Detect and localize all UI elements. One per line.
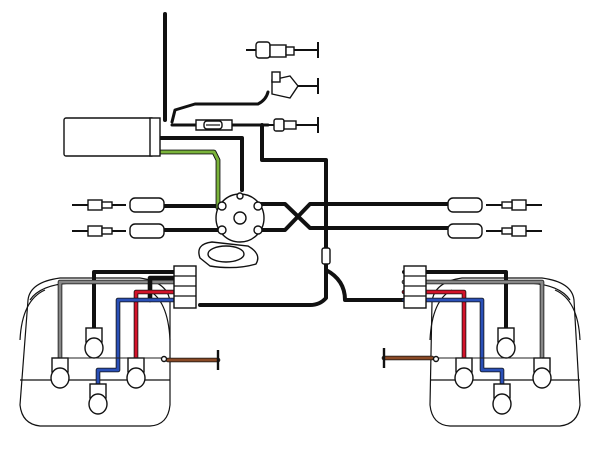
- bulb-icon: [126, 357, 146, 389]
- spark-plug-left-1: [72, 197, 165, 213]
- connector-block-left: [173, 265, 197, 309]
- bulb-icon: [496, 327, 516, 359]
- sidelight-wires: [57, 275, 545, 363]
- spark-plug-right-1: [447, 197, 542, 213]
- sender-unit-top: [246, 41, 319, 59]
- black-wiring-harness: [92, 12, 508, 332]
- coil-distributor-lead: [155, 149, 221, 211]
- earth-points: [216, 348, 386, 370]
- distributor: [198, 192, 265, 269]
- ignition-coil: [63, 117, 161, 157]
- right-bulbs: [432, 327, 552, 415]
- inline-fuse: [195, 119, 233, 131]
- bulb-icon: [84, 327, 104, 359]
- sender-unit-middle: [271, 71, 319, 99]
- bulb-icon: [492, 383, 512, 415]
- left-bulbs: [50, 327, 168, 415]
- spark-plug-left-2: [72, 223, 165, 239]
- earth-straps: [165, 355, 435, 363]
- bulb-icon: [454, 357, 474, 389]
- junction-connector: [321, 247, 331, 265]
- bulb-icon: [532, 357, 552, 389]
- connector-block-right: [403, 265, 427, 309]
- bulb-icon: [88, 383, 108, 415]
- dip-beam-wires: [95, 297, 505, 388]
- spark-plug-right-2: [447, 223, 542, 239]
- bulb-icon: [50, 357, 70, 389]
- sender-unit-lower: [268, 117, 319, 133]
